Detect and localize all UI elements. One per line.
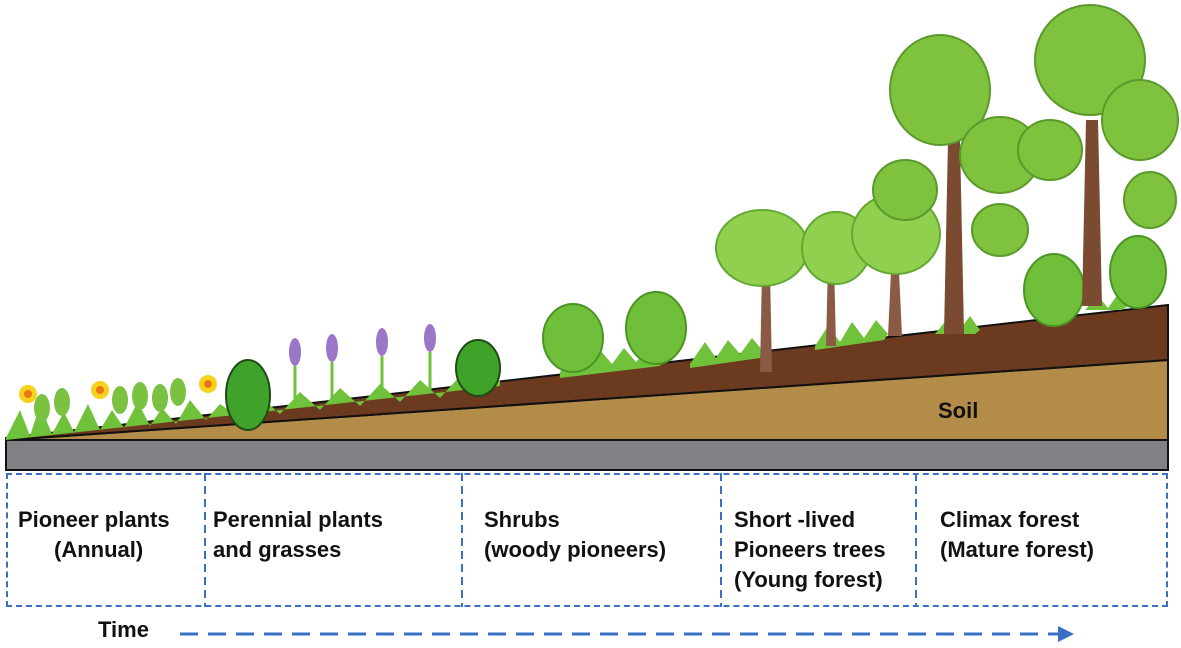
perennial-plants <box>225 324 501 431</box>
shrubs <box>542 235 1167 373</box>
time-label: Time <box>98 617 149 642</box>
stage-table <box>6 473 1168 607</box>
stage-climax-forest: Climax forest (Mature forest) <box>940 505 1094 565</box>
pioneer-plants <box>19 375 217 422</box>
stage-line: (Young forest) <box>734 567 883 592</box>
stage-line: (woody pioneers) <box>484 537 667 562</box>
stage-line: (Mature forest) <box>940 537 1095 562</box>
stage-line: (Annual) <box>54 537 144 562</box>
stage-line: and grasses <box>213 537 342 562</box>
time-arrow <box>180 626 1074 642</box>
stage-line: Pioneer plants <box>18 507 170 532</box>
stage-line: Shrubs <box>484 507 560 532</box>
stage-line: Climax forest <box>940 507 1080 532</box>
stage-young-forest: Short -lived Pioneers trees (Young fores… <box>734 505 886 595</box>
stage-line: Perennial plants <box>213 507 383 532</box>
stage-line: Pioneers trees <box>734 537 886 562</box>
stage-pioneer-plants: Pioneer plants (Annual) <box>18 505 170 565</box>
bedrock-layer <box>5 439 1169 471</box>
climax-trees <box>872 4 1179 334</box>
soil-label: Soil <box>938 398 979 423</box>
stage-shrubs: Shrubs (woody pioneers) <box>484 505 666 565</box>
stage-line: Short -lived <box>734 507 856 532</box>
young-trees <box>715 193 941 372</box>
stage-perennials: Perennial plants and grasses <box>213 505 383 565</box>
